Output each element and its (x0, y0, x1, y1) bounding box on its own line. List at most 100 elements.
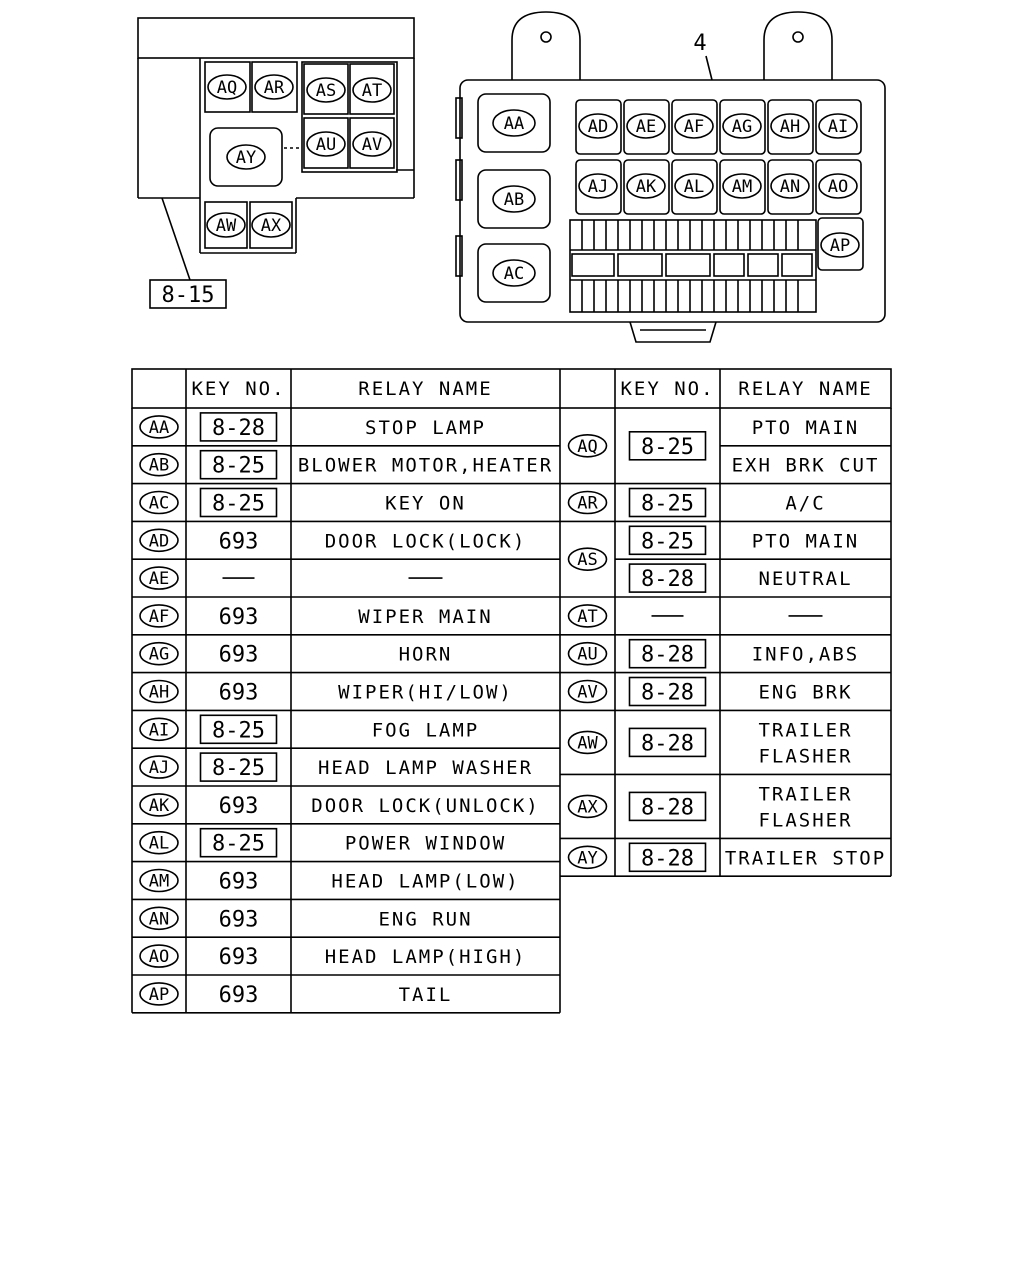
relay-name-cell: TRAILER STOP (725, 847, 886, 869)
svg-text:AL: AL (149, 834, 169, 854)
svg-text:AV: AV (362, 135, 382, 155)
key-no-cell: 8-28 (628, 676, 707, 707)
row-id-aa: AA (139, 415, 179, 439)
svg-text:AJ: AJ (588, 177, 608, 197)
key-no-cell: 693 (219, 643, 259, 668)
svg-text:AY: AY (236, 148, 256, 168)
callout-4-text: 4 (693, 31, 706, 56)
relay-name-cell: A/C (785, 493, 825, 515)
key-no-text: 8-28 (641, 731, 694, 756)
relay-name-cell: PTO MAIN (752, 417, 860, 439)
key-no-cell: 8-25 (199, 487, 278, 518)
relay-label-ax: AX (251, 212, 291, 238)
svg-text:AH: AH (780, 117, 800, 137)
svg-text:AN: AN (780, 177, 800, 197)
row-id-ax: AX (567, 794, 608, 819)
relay-name-cell: FOG LAMP (372, 719, 480, 741)
key-no-text: 693 (219, 643, 259, 668)
relay-label-am: AM (722, 173, 762, 199)
row-id-ab: AB (139, 452, 179, 477)
row-id-au: AU (567, 641, 608, 666)
relay-label-ap: AP (820, 232, 860, 258)
relay-label-ai: AI (818, 113, 858, 139)
relay-name-cell: NEUTRAL (758, 568, 852, 590)
svg-text:AH: AH (149, 683, 169, 703)
svg-text:AA: AA (504, 114, 524, 134)
row-id-ay: AY (567, 845, 608, 870)
svg-text:AX: AX (261, 216, 282, 236)
relay-label-ay: AY (226, 144, 266, 170)
relay-name-cell: EXH BRK CUT (732, 455, 880, 477)
svg-text:AL: AL (684, 177, 704, 197)
relay-name-cell: FLASHER (758, 745, 852, 767)
svg-text:AY: AY (577, 848, 597, 868)
row-id-aq: AQ (567, 433, 608, 458)
svg-text:AF: AF (149, 607, 169, 627)
relay-label-ag: AG (722, 113, 762, 139)
header-relay-name-left: RELAY NAME (358, 378, 492, 400)
key-no-text: 8-28 (641, 846, 694, 871)
relay-name-cell: TAIL (399, 984, 453, 1006)
svg-text:AG: AG (732, 117, 752, 137)
relay-name-cell: WIPER(HI/LOW) (338, 682, 513, 704)
relay-name-cell: ENG BRK (758, 682, 852, 704)
key-no-text: 693 (219, 605, 259, 630)
row-id-ae: AE (139, 566, 179, 590)
relay-label-ad: AD (578, 113, 618, 139)
relay-label-au: AU (306, 131, 346, 157)
svg-text:AB: AB (504, 190, 524, 210)
row-id-at: AT (567, 604, 608, 628)
row-id-ar: AR (567, 490, 608, 515)
key-no-text: 693 (219, 794, 259, 819)
relay-label-ae: AE (626, 113, 666, 139)
relay-label-ac: AC (492, 259, 536, 287)
key-no-cell: 693 (219, 907, 259, 932)
svg-text:AP: AP (830, 236, 850, 256)
svg-text:AU: AU (577, 645, 597, 665)
key-no-text: 693 (219, 907, 259, 932)
relay-label-aa: AA (492, 109, 536, 137)
callout-8-15-text: 8-15 (162, 283, 215, 308)
key-no-cell: 693 (219, 870, 259, 895)
row-id-af: AF (139, 604, 179, 628)
header-key-no-right: KEY NO. (620, 378, 714, 400)
relay-label-al: AL (674, 173, 714, 199)
relay-label-ao: AO (818, 173, 858, 199)
key-no-text: 8-25 (212, 718, 265, 743)
row-id-ad: AD (139, 528, 179, 553)
key-no-text: 8-25 (641, 492, 694, 517)
svg-text:AP: AP (149, 985, 169, 1005)
svg-text:AQ: AQ (217, 78, 237, 98)
svg-text:AW: AW (216, 216, 237, 236)
key-no-cell: 8-25 (199, 449, 278, 480)
key-no-text: 8-28 (641, 795, 694, 820)
relay-label-av: AV (352, 131, 392, 157)
svg-text:AD: AD (588, 117, 608, 137)
relay-name-cell: HEAD LAMP(HIGH) (325, 946, 527, 968)
svg-text:AB: AB (149, 456, 169, 476)
svg-text:AO: AO (149, 947, 169, 967)
row-id-ah: AH (139, 679, 179, 704)
relay-name-cell: BLOWER MOTOR,HEATER (298, 455, 553, 477)
svg-text:AN: AN (149, 909, 169, 929)
relay-label-as: AS (306, 77, 346, 103)
relay-name-cell: INFO,ABS (752, 644, 860, 666)
svg-text:AT: AT (577, 607, 597, 627)
relay-name-cell: POWER WINDOW (345, 833, 506, 855)
key-no-cell: 8-25 (628, 525, 707, 556)
svg-text:AK: AK (636, 177, 657, 197)
